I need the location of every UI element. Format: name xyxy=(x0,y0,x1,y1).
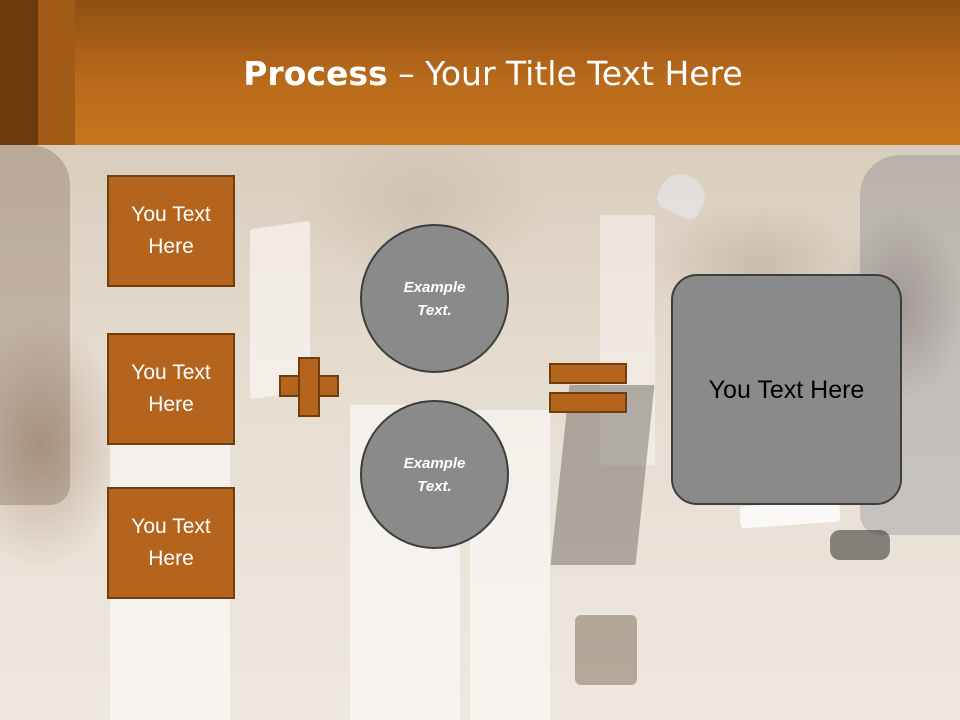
equals-bottom-bar xyxy=(549,392,627,413)
text-box-2[interactable]: You Text Here xyxy=(107,333,235,445)
result-box[interactable]: You Text Here xyxy=(671,274,902,505)
photo-monitor-right xyxy=(600,215,655,465)
plus-center xyxy=(300,377,318,395)
photo-person-left xyxy=(0,145,70,505)
example-circle-1[interactable]: Example Text. xyxy=(360,224,509,373)
equals-top-bar xyxy=(549,363,627,384)
text-box-3[interactable]: You Text Here xyxy=(107,487,235,599)
slide-title[interactable]: Process – Your Title Text Here xyxy=(0,52,960,96)
photo-pen-cup xyxy=(575,615,637,685)
text-box-1[interactable]: You Text Here xyxy=(107,175,235,287)
title-banner: Process – Your Title Text Here xyxy=(0,0,960,145)
photo-mousepad xyxy=(830,530,890,560)
banner-stripe-mid xyxy=(38,0,75,145)
example-circle-2[interactable]: Example Text. xyxy=(360,400,509,549)
title-rest: – Your Title Text Here xyxy=(387,54,743,93)
title-bold: Process xyxy=(243,54,388,93)
banner-stripe-dark xyxy=(0,0,38,145)
photo-lamp xyxy=(653,167,712,223)
